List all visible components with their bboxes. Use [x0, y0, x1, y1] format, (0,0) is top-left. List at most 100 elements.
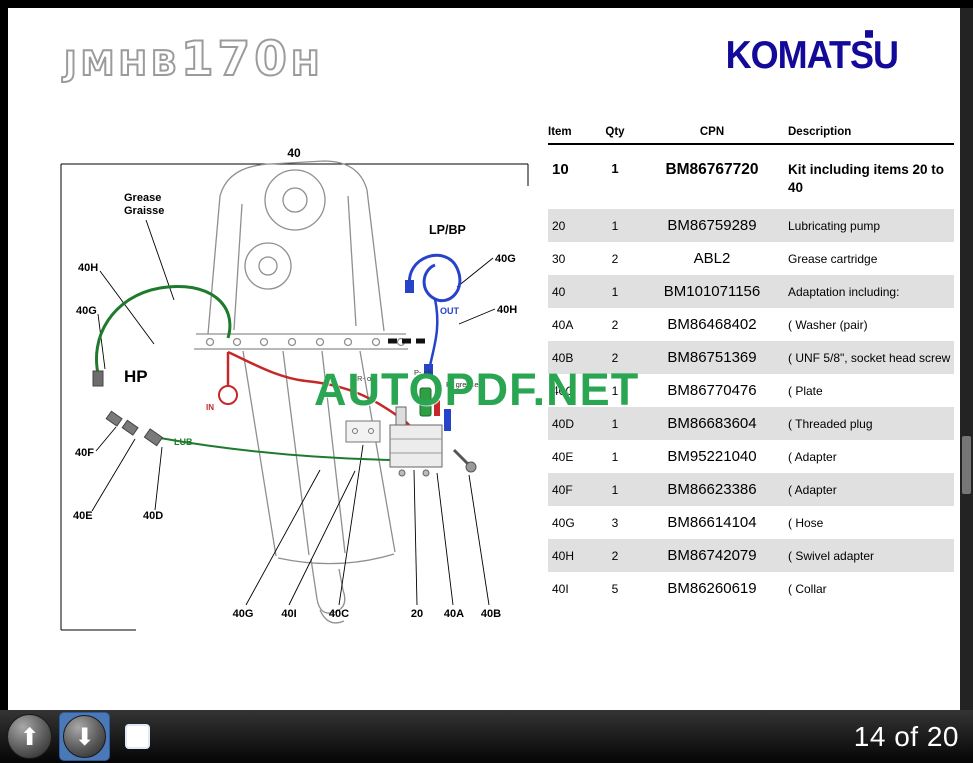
header-qty: Qty	[605, 126, 625, 138]
diagram-svg: 40	[60, 146, 529, 631]
cell-item: 40F	[552, 482, 573, 497]
cell-item: 40H	[552, 548, 575, 563]
cell-desc: ( Collar	[788, 581, 827, 596]
lub-label: LUB	[174, 437, 193, 447]
cell-desc: Kit including items 20 to 40	[788, 162, 945, 196]
cell-qty: 2	[611, 350, 619, 365]
cell-cpn: BM86683604	[667, 415, 757, 433]
p-oil-label: P- oil	[414, 368, 431, 377]
cell-qty: 1	[611, 383, 619, 398]
graisse-label: Graisse	[124, 205, 164, 217]
cell-cpn: BM101071156	[663, 283, 761, 301]
cell-qty: 1	[611, 482, 619, 497]
label-20-bottom: 20	[411, 608, 423, 620]
label-40g-left: 40G	[76, 305, 97, 317]
cell-desc: ( Swivel adapter	[788, 548, 875, 563]
komatsu-t-mark-icon	[864, 30, 873, 38]
label-40f: 40F	[75, 447, 94, 459]
cell-cpn: BM86759289	[667, 217, 757, 235]
page-up-button[interactable]: ⬆	[7, 714, 52, 759]
cell-desc: ( Adapter	[788, 449, 837, 464]
model-logo: JMHB 170 H	[63, 31, 323, 88]
scrollbar-thumb[interactable]	[962, 436, 971, 494]
cell-qty: 2	[611, 548, 619, 563]
table-row: 20 1 BM86759289 Lubricating pump	[548, 209, 954, 243]
label-40a-bottom: 40A	[444, 608, 464, 620]
cell-item: 40G	[552, 515, 575, 530]
cell-item: 40I	[552, 581, 569, 596]
cell-cpn: BM86260619	[667, 580, 757, 598]
cell-qty: 1	[611, 416, 619, 431]
cell-item: 10	[552, 161, 569, 178]
cell-cpn: BM86751369	[667, 349, 757, 367]
header-description: Description	[788, 126, 852, 138]
r-oil-label: R- oil	[357, 374, 375, 383]
cell-qty: 1	[611, 449, 619, 464]
cell-desc: ( Washer (pair)	[788, 317, 868, 332]
label-40c-bottom: 40C	[329, 608, 349, 620]
cell-desc: ( Threaded plug	[788, 416, 873, 431]
cell-cpn: BM86623386	[667, 481, 757, 499]
table-row: 40E 1 BM95221040 ( Adapter	[548, 440, 954, 473]
header-cpn: CPN	[699, 126, 725, 138]
blue-hose	[405, 253, 462, 376]
cell-desc: Adaptation including:	[788, 284, 900, 299]
grease-label: Grease	[124, 192, 161, 204]
label-40h-right: 40H	[497, 304, 517, 316]
down-arrow-icon: ⬇	[74, 722, 95, 751]
cell-item: 40	[552, 284, 566, 299]
red-line	[218, 350, 415, 431]
document-page: JMHB 170 H KOMATSU AUTOPDF.NET 40	[8, 8, 960, 710]
cell-qty: 2	[611, 317, 619, 332]
cell-cpn: BM95221040	[667, 448, 757, 466]
cell-desc: ( Hose	[788, 515, 824, 530]
out-label: OUT	[440, 306, 460, 316]
page-thumbnail-icon[interactable]	[125, 724, 150, 749]
cell-qty: 1	[611, 218, 619, 233]
model-logo-part1: JMHB	[63, 43, 181, 85]
komatsu-logo-text: KOMATSU	[725, 32, 899, 77]
in-label: IN	[206, 403, 214, 412]
vertical-scrollbar[interactable]	[960, 8, 973, 710]
label-40b-bottom: 40B	[481, 608, 501, 620]
watermark-text: AUTOPDF.NET	[314, 364, 640, 415]
dim-label-40: 40	[287, 146, 301, 160]
cell-qty: 3	[611, 515, 619, 530]
table-row: 40H 2 BM86742079 ( Swivel adapter	[548, 539, 954, 573]
cell-item: 40E	[552, 449, 574, 464]
up-arrow-icon: ⬆	[19, 722, 40, 751]
cell-cpn: ABL2	[693, 250, 731, 268]
kit-row: 10 1 BM86767720 Kit including items 20 t…	[548, 145, 954, 209]
valve-assembly	[345, 387, 477, 477]
label-40i-bottom: 40I	[281, 608, 296, 620]
page-indicator: 14 of 20	[853, 720, 959, 752]
label-40g-right: 40G	[495, 253, 516, 265]
cell-desc: ( Plate	[788, 383, 823, 398]
page-down-button-highlight[interactable]: ⬇	[59, 712, 110, 761]
nav-buttons: ⬆ ⬇	[7, 712, 150, 761]
cell-item: 40A	[552, 317, 574, 332]
table-row: 40A 2 BM86468402 ( Washer (pair)	[548, 308, 954, 341]
breaker-diagram: 40	[58, 138, 538, 646]
cell-item: 40B	[552, 350, 574, 365]
parts-table: Item Qty CPN Description 10 1 BM86767720…	[548, 126, 954, 605]
lpbp-label: LP/BP	[429, 223, 466, 237]
label-40d: 40D	[143, 510, 163, 522]
page-down-button[interactable]: ⬇	[63, 715, 106, 758]
cell-desc: Lubricating pump	[788, 218, 881, 233]
cell-qty: 5	[611, 581, 619, 596]
table-row: 40I 5 BM86260619 ( Collar	[548, 572, 954, 605]
header-item: Item	[548, 126, 572, 138]
cell-cpn: BM86468402	[667, 316, 757, 334]
cell-qty: 1	[611, 161, 619, 176]
cell-cpn: BM86742079	[667, 547, 757, 565]
cell-item: 20	[552, 218, 566, 233]
